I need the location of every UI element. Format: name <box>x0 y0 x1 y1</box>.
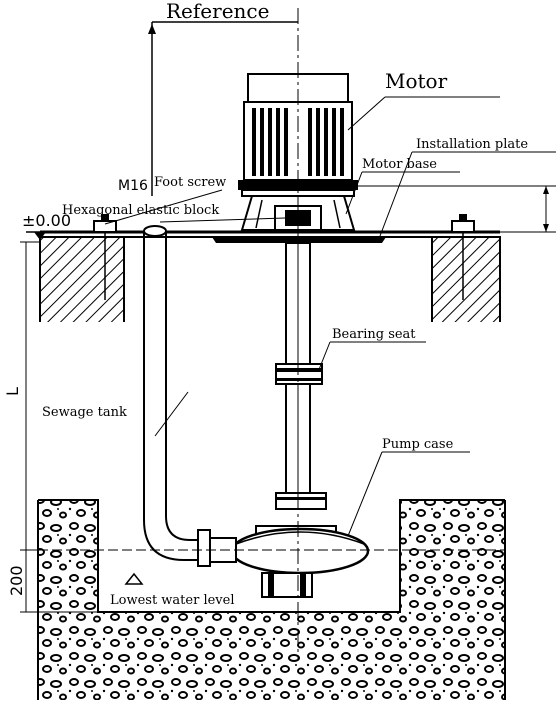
label-m16: M16 <box>118 178 148 194</box>
label-datum: ±0.00 <box>22 211 71 230</box>
ground-block-left <box>39 236 125 322</box>
label-dim-200: 200 <box>7 565 26 596</box>
motor-base-dimension <box>350 185 556 233</box>
reference-bracket <box>148 21 298 196</box>
dimension-200 <box>20 549 98 613</box>
leader-motor-base <box>345 171 460 215</box>
leader-sewage-tank <box>154 391 189 437</box>
label-installation-plate: Installation plate <box>416 137 528 152</box>
label-sewage-tank: Sewage tank <box>42 405 127 420</box>
leader-pump-case <box>347 451 470 537</box>
label-reference: Reference <box>166 0 269 23</box>
leader-foot-screw <box>104 189 223 225</box>
ground-block-right <box>431 236 501 322</box>
label-foot-screw: Foot screw <box>154 175 226 190</box>
datum-symbol <box>26 231 60 240</box>
discharge-pipe <box>143 225 237 567</box>
label-motor-base: Motor base <box>362 157 437 172</box>
leader-hex-block <box>159 217 286 223</box>
dimension-L <box>20 241 40 592</box>
pump-case-shape <box>230 525 370 598</box>
leader-bearing-seat <box>317 341 426 373</box>
bearing-seat-shape <box>275 363 323 385</box>
label-bearing-seat: Bearing seat <box>332 327 416 342</box>
foot-screw-left <box>93 214 117 300</box>
water-level-symbol <box>124 572 144 585</box>
label-motor: Motor <box>385 69 448 93</box>
label-dim-L: L <box>3 387 22 396</box>
lower-flange <box>275 492 327 510</box>
label-lowest-water-level: Lowest water level <box>110 593 235 608</box>
leader-installation-plate <box>379 151 556 237</box>
label-pump-case: Pump case <box>382 437 454 452</box>
leader-lines <box>104 96 556 537</box>
concrete-pit <box>37 499 506 700</box>
leader-motor <box>347 96 500 131</box>
label-hexagonal-elastic-block: Hexagonal elastic block <box>62 203 219 218</box>
